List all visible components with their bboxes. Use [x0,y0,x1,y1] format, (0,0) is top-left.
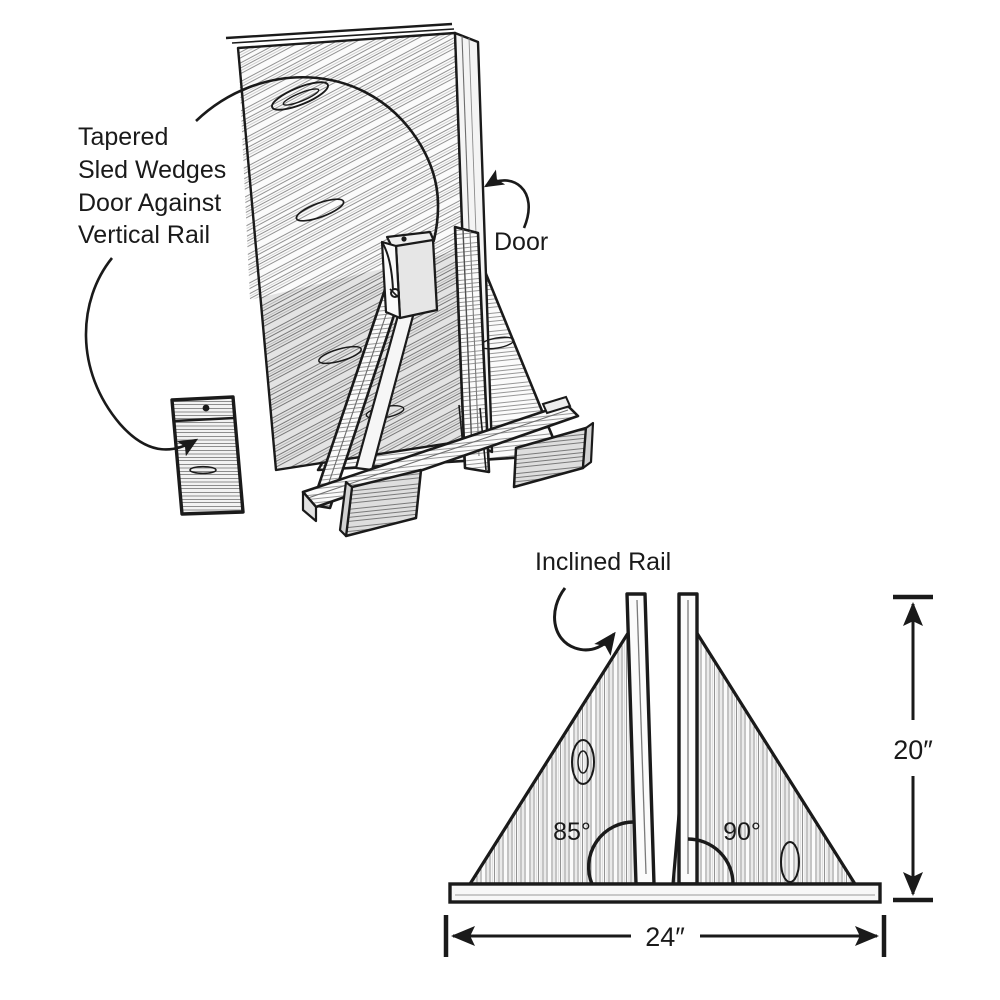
angle-arc-right [687,837,735,885]
upper-perspective-view: Tapered Sled Wedges Door Against Vertica… [78,22,595,538]
vertical-rail [453,225,491,474]
leader-line-to-door [483,169,530,229]
leader-line-to-wedge [84,257,199,457]
leader-line-to-inclined-rail [553,587,616,656]
dimension-height-label: 20″ [893,735,933,765]
rail-bracket [541,395,572,415]
callout-inclined-rail: Inclined Rail [535,548,671,656]
callout-door: Door [483,169,548,256]
dimension-height: 20″ [893,594,933,903]
callout-wedge-line-4: Vertical Rail [78,221,210,249]
tapered-wedge-detail [170,395,245,516]
foot-back-right [512,421,595,489]
sled-wedge-block [380,230,439,320]
callout-wedge-line-1: Tapered [78,123,168,151]
grain-knot [571,739,595,785]
callout-wedge-line-2: Sled Wedges [78,156,226,184]
callout-inclined-rail-label: Inclined Rail [535,548,671,576]
lower-elevation-view: 85° 90° Inclined Rail 20″ 24″ [443,548,933,957]
leader-line-to-sled [195,75,440,241]
grain-knot [189,465,217,475]
base-board [448,882,882,904]
wedge-top-band [173,416,235,423]
callout-wedge-line-3: Door Against [78,189,221,217]
foot-front-left [338,468,423,538]
screw-hole [401,236,407,242]
grain-knot [271,81,329,111]
wedge-screw-hole [202,404,210,412]
grain-knot [295,198,345,222]
dimension-width: 24″ [443,915,887,957]
screw-hole [390,288,400,298]
angle-label-right: 90° [723,818,761,846]
grain-knot [780,841,800,883]
dimension-width-label: 24″ [645,922,685,952]
callout-tapered-sled-wedges: Tapered Sled Wedges Door Against Vertica… [78,75,440,457]
angle-label-left: 85° [553,818,591,846]
callout-door-label: Door [494,228,548,256]
grain-knot [317,345,363,365]
door-panel [225,22,515,472]
angle-arc-left [586,820,635,885]
